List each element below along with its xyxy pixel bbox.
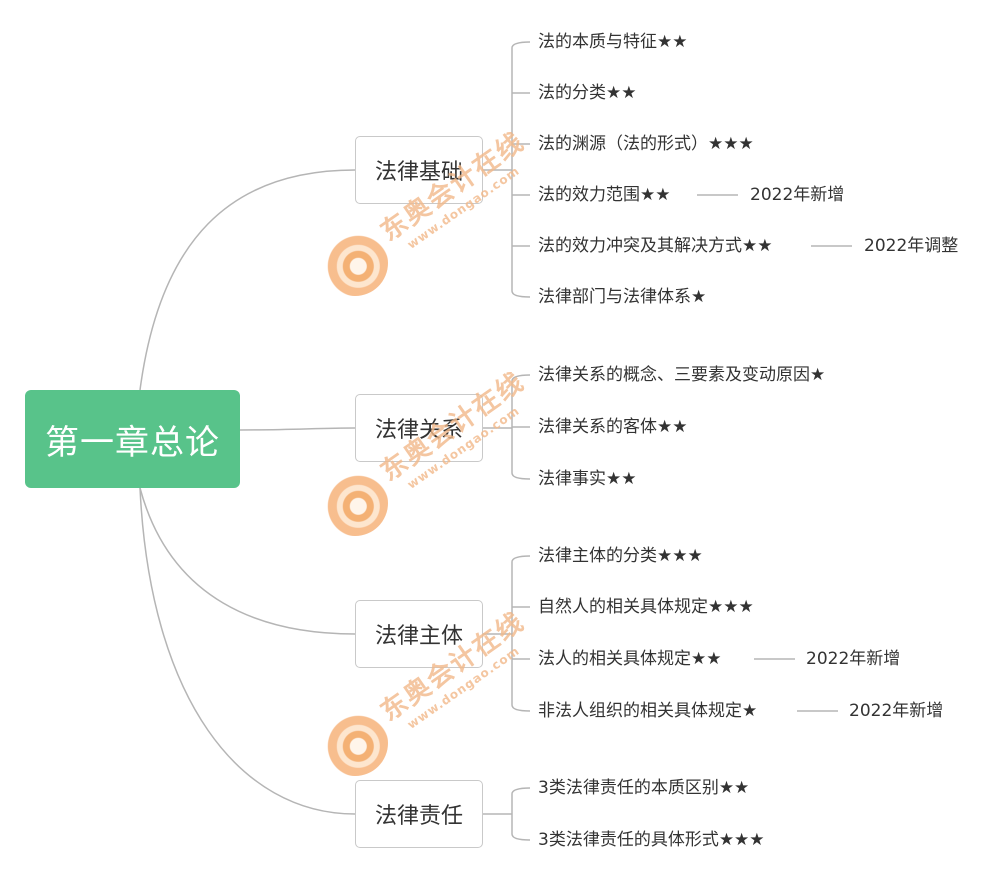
leaf-item[interactable]: 法的渊源（法的形式）★★★ <box>538 134 754 154</box>
watermark-logo-icon <box>322 710 388 776</box>
leaf-item[interactable]: 3类法律责任的具体形式★★★ <box>538 830 765 850</box>
root-branch-link <box>139 487 356 635</box>
branch-legal-liability[interactable]: 法律责任 <box>355 780 483 848</box>
branch-legal-relations[interactable]: 法律关系 <box>355 394 483 462</box>
watermark: 东奥会计在线 www.dongao.com <box>322 607 552 790</box>
leaf-item[interactable]: 法律事实★★ <box>538 469 637 489</box>
leaf-item[interactable]: 法的本质与特征★★ <box>538 32 688 52</box>
root-branch-link <box>139 169 356 391</box>
watermark: 东奥会计在线 www.dongao.com <box>322 127 552 310</box>
leaf-item[interactable]: 法人的相关具体规定★★ <box>538 649 722 669</box>
leaf-item[interactable]: 法的分类★★ <box>538 83 637 103</box>
leaf-item[interactable]: 法的效力范围★★ <box>538 185 671 205</box>
leaf-note[interactable]: 2022年新增 <box>806 649 901 669</box>
watermark-logo-icon <box>322 470 388 536</box>
leaf-link <box>511 555 531 563</box>
leaf-note[interactable]: 2022年调整 <box>864 236 959 256</box>
leaf-link <box>511 833 531 841</box>
leaf-link <box>511 787 531 795</box>
leaf-item[interactable]: 法律主体的分类★★★ <box>538 546 703 566</box>
leaf-item[interactable]: 3类法律责任的本质区别★★ <box>538 778 750 798</box>
branch-legal-basis[interactable]: 法律基础 <box>355 136 483 204</box>
leaf-item[interactable]: 自然人的相关具体规定★★★ <box>538 597 754 617</box>
leaf-note[interactable]: 2022年新增 <box>750 185 845 205</box>
leaf-link <box>511 704 531 712</box>
root-branch-link <box>139 487 356 815</box>
root-node[interactable]: 第一章总论 <box>25 390 240 488</box>
leaf-link <box>511 374 531 382</box>
leaf-item[interactable]: 法的效力冲突及其解决方式★★ <box>538 236 773 256</box>
branch-legal-subjects[interactable]: 法律主体 <box>355 600 483 668</box>
leaf-link <box>511 41 531 49</box>
watermark-logo-icon <box>322 230 388 296</box>
leaf-link <box>511 472 531 480</box>
leaf-note[interactable]: 2022年新增 <box>849 701 944 721</box>
leaf-item[interactable]: 法律关系的客体★★ <box>538 417 688 437</box>
leaf-link <box>511 290 531 298</box>
leaf-item[interactable]: 法律部门与法律体系★ <box>538 287 707 307</box>
leaf-item[interactable]: 法律关系的概念、三要素及变动原因★ <box>538 365 826 385</box>
leaf-item[interactable]: 非法人组织的相关具体规定★ <box>538 701 758 721</box>
root-branch-link <box>239 427 356 431</box>
